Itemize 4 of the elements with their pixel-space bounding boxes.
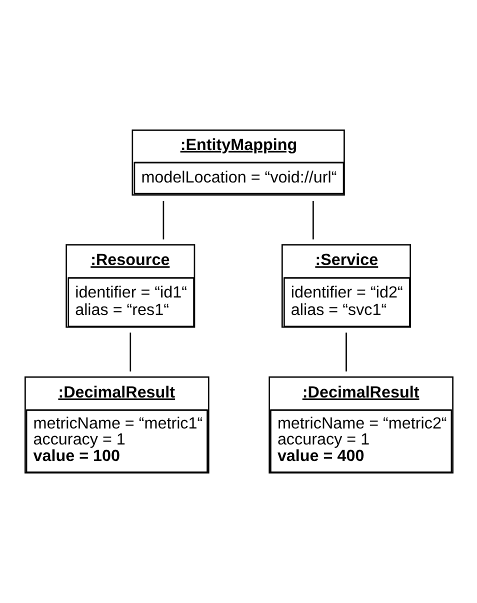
connector [162,200,164,240]
connector [129,332,131,372]
connector [345,332,346,372]
connector [312,200,314,240]
